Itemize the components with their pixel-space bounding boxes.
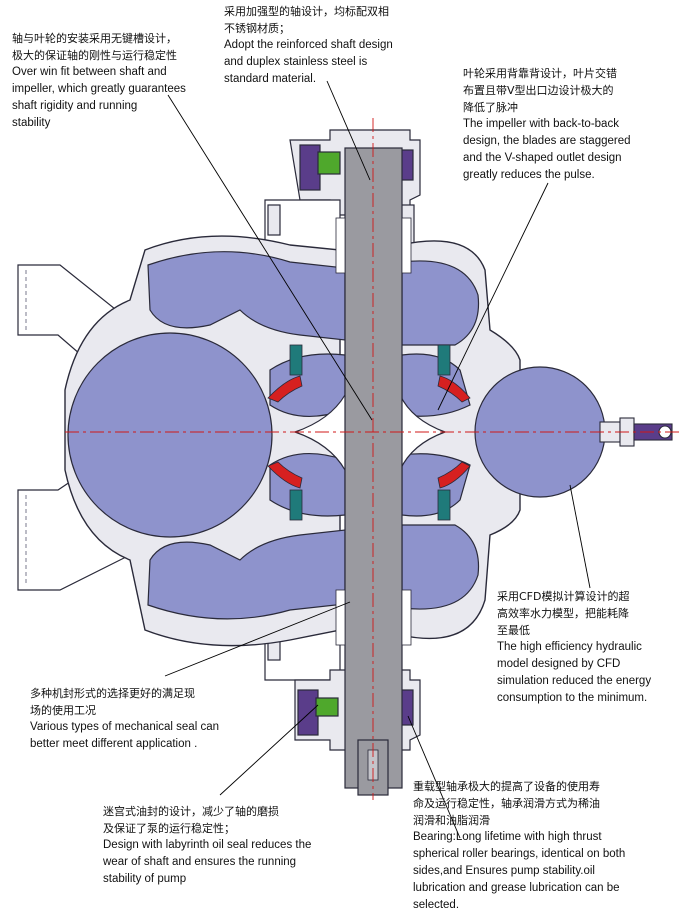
callout-shaft-impeller-fit-en: Over win fit between shaft and impeller,… [12, 66, 186, 129]
leader-lines [164, 80, 591, 839]
callout-bearing-zh: 重载型轴承极大的提高了设备的使用寿 命及运行稳定性，轴承润滑方式为稀油 润滑和油… [413, 780, 600, 827]
callout-bearing: 重载型轴承极大的提高了设备的使用寿 命及运行稳定性，轴承润滑方式为稀油 润滑和油… [413, 778, 678, 914]
callout-bearing-en: Bearing:Long lifetime with high thrust s… [413, 831, 626, 911]
wear-rings [267, 375, 471, 489]
center-lines [65, 118, 680, 800]
callout-mechanical-seal: 多种机封形式的选择更好的满足现 场的使用工况 Various types of … [30, 685, 260, 753]
callout-labyrinth-oil-seal-en: Design with labyrinth oil seal reduces t… [103, 839, 312, 885]
callout-shaft-impeller-fit-zh: 轴与叶轮的安装采用无键槽设计， 极大的保证轴的刚性与运行稳定性 [12, 32, 177, 62]
callout-impeller-design: 叶轮采用背靠背设计，叶片交错 布置且带V型出口边设计极大的 降低了脉冲 The … [463, 65, 678, 184]
bearings [335, 217, 412, 646]
callout-impeller-design-zh: 叶轮采用背靠背设计，叶片交错 布置且带V型出口边设计极大的 降低了脉冲 [463, 67, 617, 114]
callout-cfd-hydraulic-model: 采用CFD模拟计算设计的超 高效率水力模型，把能耗降 至最低 The high … [497, 588, 682, 707]
volute-passages [67, 251, 606, 620]
callout-cfd-hydraulic-model-zh: 采用CFD模拟计算设计的超 高效率水力模型，把能耗降 至最低 [497, 590, 630, 637]
impeller-rings [289, 344, 451, 521]
callout-shaft-design-zh: 采用加强型的轴设计，均标配双相 不锈钢材质； [224, 5, 389, 35]
callout-mechanical-seal-en: Various types of mechanical seal can bet… [30, 721, 219, 750]
callout-labyrinth-oil-seal: 迷宫式油封的设计，减少了轴的磨损 及保证了泵的运行稳定性； Design wit… [103, 803, 353, 888]
callout-shaft-impeller-fit: 轴与叶轮的安装采用无键槽设计， 极大的保证轴的刚性与运行稳定性 Over win… [12, 30, 212, 132]
callout-mechanical-seal-zh: 多种机封形式的选择更好的满足现 场的使用工况 [30, 687, 195, 717]
shaft [344, 147, 403, 789]
callout-shaft-design: 采用加强型的轴设计，均标配双相 不锈钢材质； Adopt the reinfor… [224, 3, 424, 88]
callout-impeller-design-en: The impeller with back-to-back design, t… [463, 118, 631, 181]
callout-labyrinth-oil-seal-zh: 迷宫式油封的设计，减少了轴的磨损 及保证了泵的运行稳定性； [103, 805, 279, 835]
callout-shaft-design-en: Adopt the reinforced shaft design and du… [224, 39, 393, 85]
callout-cfd-hydraulic-model-en: The high efficiency hydraulic model desi… [497, 641, 652, 704]
